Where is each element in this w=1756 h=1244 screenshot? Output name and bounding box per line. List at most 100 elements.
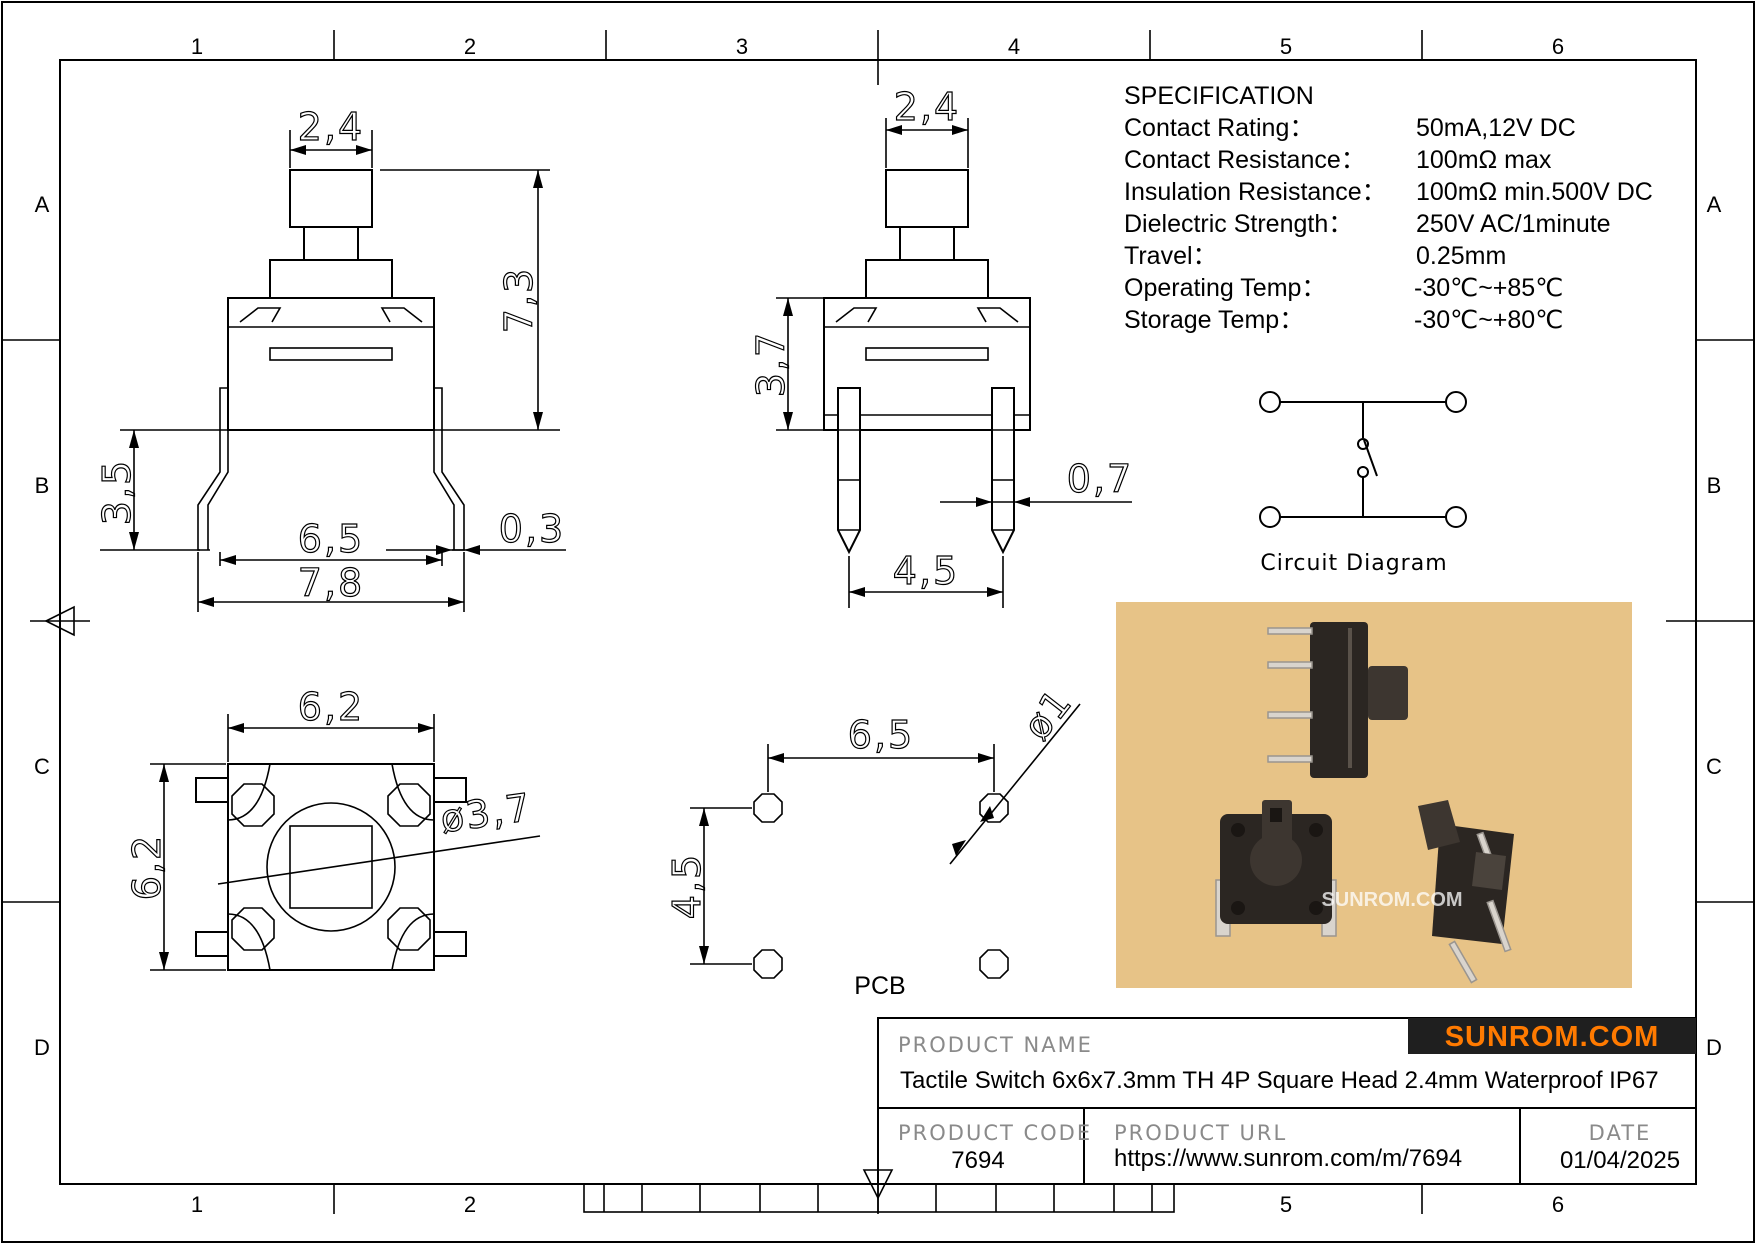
zone-row-d-right: D xyxy=(1706,1035,1722,1060)
sunrom-logo xyxy=(1408,1018,1696,1054)
actuator-stem xyxy=(303,226,359,261)
spec-title: SPECIFICATION xyxy=(1124,82,1314,110)
photo-switch-top xyxy=(1267,622,1408,778)
zone-col-1-bottom: 1 xyxy=(191,1192,203,1217)
product-code-label: PRODUCT CODE xyxy=(898,1121,1092,1145)
title-block: SUNROM.COM PRODUCT NAME Tactile Switch 6… xyxy=(877,1017,1697,1185)
corner-hole-tl xyxy=(231,783,275,827)
zone-col-5-top: 5 xyxy=(1280,34,1292,59)
zone-col-1-top: 1 xyxy=(191,34,203,59)
specification-table: SPECIFICATION Contact Rating： 50mA,12V D… xyxy=(1124,82,1653,334)
date: 01/04/2025 xyxy=(1560,1147,1680,1174)
product-url-label: PRODUCT URL xyxy=(1114,1121,1287,1145)
zone-col-6-bottom: 6 xyxy=(1552,1192,1564,1217)
zone-col-2-top: 2 xyxy=(464,34,476,59)
pcb-hole-tl xyxy=(753,793,783,823)
circuit-diagram: Circuit Diagram xyxy=(1259,391,1467,576)
dim-front-cap-width: 2,4 xyxy=(298,105,364,149)
actuator-circle xyxy=(266,802,396,932)
spec-value-contact-resistance: 100mΩ max xyxy=(1416,146,1552,174)
product-url[interactable]: https://www.sunrom.com/m/7694 xyxy=(1114,1145,1462,1172)
spec-value-insulation-resistance: 100mΩ min.500V DC xyxy=(1416,178,1653,206)
corner-hole-bl xyxy=(231,907,275,951)
pcb-hole-br xyxy=(979,949,1009,979)
dim-pcb-spacing-y: 4,5 xyxy=(665,853,709,919)
top-tab-tr xyxy=(433,777,467,803)
sunrom-logo-text: SUNROM.COM xyxy=(1445,1021,1660,1053)
zone-col-4-top: 4 xyxy=(1008,34,1020,59)
terminal-2 xyxy=(1445,391,1467,413)
terminal-4 xyxy=(1445,506,1467,528)
product-name-label: PRODUCT NAME xyxy=(898,1033,1093,1057)
actuator-cap xyxy=(289,169,373,228)
spec-value-travel: 0.25mm xyxy=(1416,242,1506,270)
dim-side-pin-width: 0,7 xyxy=(1067,457,1133,501)
dim-pcb-hole-diameter: ø1 xyxy=(1015,680,1081,748)
dim-pcb-spacing-x: 6,5 xyxy=(848,713,914,757)
dim-top-depth: 6,2 xyxy=(125,834,169,900)
pcb-hole-tr xyxy=(979,793,1009,823)
leg-left xyxy=(197,387,228,551)
side-actuator-cap xyxy=(885,169,969,228)
leg-right xyxy=(434,387,465,551)
dim-front-total-height: 7,3 xyxy=(497,267,541,333)
photo-switch-bottom-right xyxy=(1418,800,1514,984)
dim-front-leg-height: 3,5 xyxy=(95,459,139,525)
spec-label-travel: Travel： xyxy=(1124,242,1218,270)
date-label: DATE xyxy=(1589,1121,1652,1145)
zone-row-d-left: D xyxy=(34,1035,50,1060)
spec-label-insulation-resistance: Insulation Resistance： xyxy=(1124,178,1387,206)
zone-row-a-left: A xyxy=(35,192,50,217)
spec-value-operating-temp: -30℃~+85℃ xyxy=(1414,274,1563,302)
product-name: Tactile Switch 6x6x7.3mm TH 4P Square He… xyxy=(900,1067,1659,1094)
pcb-label: PCB xyxy=(854,972,905,1000)
zone-col-3-top: 3 xyxy=(736,34,748,59)
side-pin-left xyxy=(837,387,861,555)
actuator-collar xyxy=(269,259,393,299)
product-photo: SUNROM.COM xyxy=(1116,602,1632,988)
photo-switch-bottom-left xyxy=(1215,800,1337,937)
spec-value-dielectric-strength: 250V AC/1minute xyxy=(1416,210,1611,238)
switch-contact xyxy=(1363,439,1378,477)
actuator-square xyxy=(289,825,373,909)
zone-col-2-bottom: 2 xyxy=(464,1192,476,1217)
zone-row-b-left: B xyxy=(35,473,50,498)
photo-watermark: SUNROM.COM xyxy=(1321,889,1462,911)
side-pin-right xyxy=(991,387,1015,555)
top-tab-br xyxy=(433,931,467,957)
dim-front-inner-span: 6,5 xyxy=(298,517,364,561)
photo-background xyxy=(1116,602,1632,988)
corner-hole-tr xyxy=(387,783,431,827)
dim-side-pin-spacing: 4,5 xyxy=(893,549,959,593)
zone-row-b-right: B xyxy=(1707,473,1722,498)
pcb-layout: 6,5 4,5 ø1 PCB xyxy=(664,680,1081,1000)
side-view: 2,4 3,7 0,7 4,5 xyxy=(748,84,1133,608)
zone-row-c-right: C xyxy=(1706,754,1722,779)
spec-label-operating-temp: Operating Temp： xyxy=(1124,274,1326,302)
dim-front-outer-span: 7,8 xyxy=(298,561,364,605)
dim-side-body-height: 3,7 xyxy=(749,331,793,397)
terminal-1 xyxy=(1259,391,1281,413)
terminal-3 xyxy=(1259,506,1281,528)
dim-front-pin-thickness: 0,3 xyxy=(499,507,565,551)
spec-label-contact-rating: Contact Rating： xyxy=(1124,114,1314,142)
spec-label-contact-resistance: Contact Resistance： xyxy=(1124,146,1366,174)
front-view: 2,4 7,3 3,5 6,5 7,8 0,3 xyxy=(94,104,566,612)
top-view: 6,2 6,2 ø3,7 xyxy=(124,684,541,971)
bottom-ruler xyxy=(583,1183,1175,1213)
zone-col-5-bottom: 5 xyxy=(1280,1192,1292,1217)
pcb-hole-bl xyxy=(753,949,783,979)
top-tab-tl xyxy=(195,777,229,803)
spec-value-storage-temp: -30℃~+80℃ xyxy=(1414,306,1563,334)
product-code: 7694 xyxy=(951,1147,1004,1174)
zone-row-c-left: C xyxy=(34,754,50,779)
center-mark-left xyxy=(44,605,75,637)
switch-body xyxy=(227,297,435,431)
zone-row-a-right: A xyxy=(1707,192,1722,217)
top-tab-bl xyxy=(195,931,229,957)
spec-label-dielectric-strength: Dielectric Strength： xyxy=(1124,210,1353,238)
corner-hole-br xyxy=(387,907,431,951)
circuit-caption: Circuit Diagram xyxy=(1260,551,1447,576)
